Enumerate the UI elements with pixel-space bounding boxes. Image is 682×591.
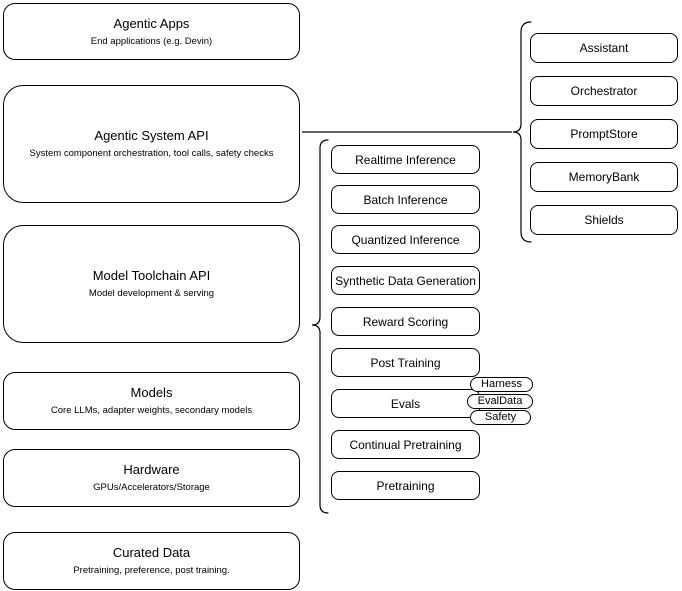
layer-subtitle: System component orchestration, tool cal… xyxy=(29,148,274,159)
toolchain-item-pretraining: Pretraining xyxy=(331,471,480,500)
toolchain-item-label: Synthetic Data Generation xyxy=(335,273,476,288)
system-item-orchestrator: Orchestrator xyxy=(530,76,678,106)
layer-subtitle: Pretraining, preference, post training. xyxy=(73,565,230,576)
layer-box-curated-data: Curated Data Pretraining, preference, po… xyxy=(3,532,300,590)
toolchain-item-post-training: Post Training xyxy=(331,348,480,377)
layer-box-hardware: Hardware GPUs/Accelerators/Storage xyxy=(3,449,300,507)
system-item-label: MemoryBank xyxy=(568,170,640,184)
toolchain-item-label: Continual Pretraining xyxy=(349,437,462,452)
layer-title: Curated Data xyxy=(112,545,191,560)
layer-title: Models xyxy=(130,385,173,400)
toolchain-item-continual-pretraining: Continual Pretraining xyxy=(331,430,480,459)
toolchain-item-label: Evals xyxy=(390,396,421,411)
eval-tag-evaldata: EvalData xyxy=(467,394,533,409)
eval-tag-safety: Safety xyxy=(470,410,531,425)
system-item-shields: Shields xyxy=(530,205,678,235)
eval-tag-label: EvalData xyxy=(477,395,523,407)
toolchain-item-label: Batch Inference xyxy=(363,192,448,207)
layer-title: Model Toolchain API xyxy=(92,268,211,283)
system-group-brace xyxy=(512,21,532,243)
toolchain-item-label: Reward Scoring xyxy=(362,314,449,329)
eval-tag-label: Safety xyxy=(484,411,517,423)
layer-box-models: Models Core LLMs, adapter weights, secon… xyxy=(3,372,300,430)
system-item-memorybank: MemoryBank xyxy=(530,162,678,192)
system-item-label: Assistant xyxy=(579,41,629,55)
eval-tag-harness: Harness xyxy=(470,377,533,392)
toolchain-item-quantized-inference: Quantized Inference xyxy=(331,225,480,254)
toolchain-item-synthetic-data-generation: Synthetic Data Generation xyxy=(331,266,480,295)
layer-subtitle: GPUs/Accelerators/Storage xyxy=(93,482,210,493)
toolchain-item-label: Post Training xyxy=(370,355,441,370)
layer-box-agentic-system-api: Agentic System API System component orch… xyxy=(3,85,300,203)
system-item-label: PromptStore xyxy=(570,127,638,141)
layer-box-model-toolchain-api: Model Toolchain API Model development & … xyxy=(3,225,300,343)
layer-title: Agentic Apps xyxy=(113,15,190,31)
toolchain-item-realtime-inference: Realtime Inference xyxy=(331,145,480,174)
toolchain-item-reward-scoring: Reward Scoring xyxy=(331,307,480,336)
layer-subtitle: End applications (e.g. Devin) xyxy=(90,35,213,47)
layer-title: Agentic System API xyxy=(94,128,209,143)
toolchain-item-label: Quantized Inference xyxy=(351,232,460,247)
eval-tag-label: Harness xyxy=(481,378,522,390)
toolchain-item-evals: Evals xyxy=(331,389,480,418)
toolchain-item-label: Pretraining xyxy=(376,478,435,493)
layer-subtitle: Core LLMs, adapter weights, secondary mo… xyxy=(50,405,253,416)
toolchain-item-label: Realtime Inference xyxy=(355,152,456,167)
system-item-label: Orchestrator xyxy=(570,84,638,98)
layer-subtitle: Model development & serving xyxy=(88,288,215,299)
toolchain-item-batch-inference: Batch Inference xyxy=(331,185,480,214)
layer-title: Hardware xyxy=(123,462,180,477)
system-item-promptstore: PromptStore xyxy=(530,119,678,149)
system-item-label: Shields xyxy=(584,213,624,227)
system-item-assistant: Assistant xyxy=(530,33,678,63)
layer-box-agentic-apps: Agentic Apps End applications (e.g. Devi… xyxy=(3,3,300,60)
toolchain-group-brace xyxy=(311,139,329,514)
